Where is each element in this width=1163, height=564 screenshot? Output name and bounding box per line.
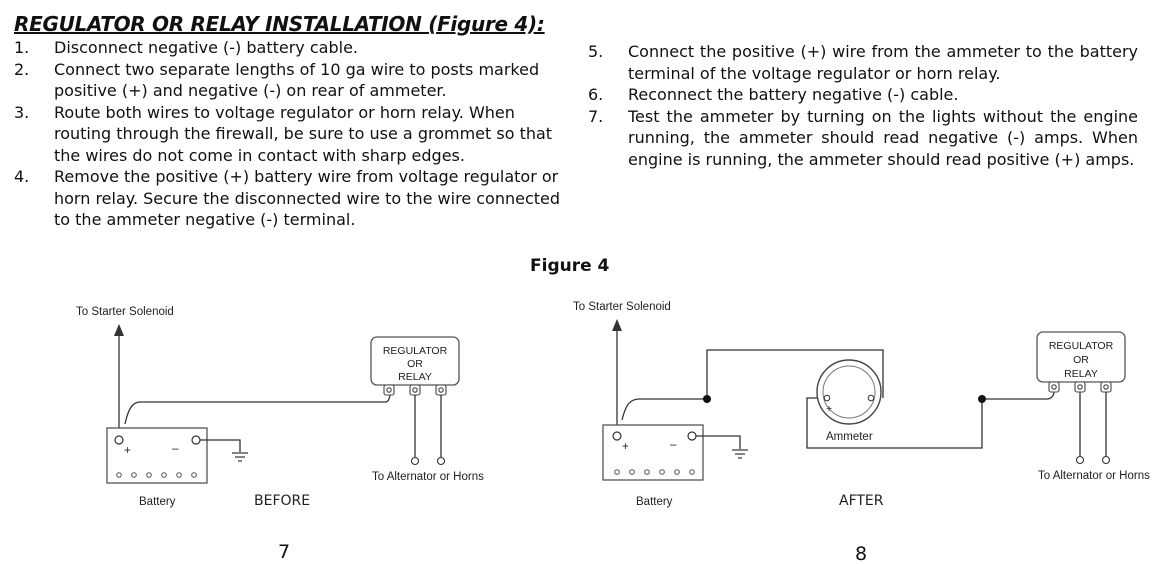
step-number: 3. [14, 102, 30, 122]
instruction-step: 5. Connect the positive (+) wire from the… [588, 41, 1138, 84]
splice-dot [703, 395, 711, 403]
step-text: Reconnect the battery negative (-) cable… [628, 85, 959, 104]
instruction-step: 6. Reconnect the battery negative (-) cab… [588, 84, 1138, 106]
alternator-label: To Alternator or Horns [372, 471, 484, 483]
regulator-line-2: OR [1073, 354, 1089, 366]
battery-negative-post [687, 431, 697, 441]
ground-icon [232, 452, 248, 462]
battery-plus-sign: + [124, 445, 131, 457]
step-text: Test the ammeter by turning on the light… [628, 106, 1138, 169]
ammeter-negative-terminal [867, 394, 875, 402]
battery-negative-post [191, 435, 201, 445]
starter-solenoid-label: To Starter Solenoid [573, 301, 671, 313]
instruction-step: 4. Remove the positive (+) battery wire f… [14, 166, 566, 231]
battery-positive-post [612, 431, 622, 441]
regulator-line-1: REGULATOR [1049, 340, 1114, 352]
step-text: Disconnect negative (-) battery cable. [54, 38, 358, 57]
ammeter-gauge-icon [816, 359, 882, 425]
instruction-step: 7. Test the ammeter by turning on the lig… [588, 106, 1138, 171]
step-text: Connect two separate lengths of 10 ga wi… [54, 59, 540, 101]
instruction-step: 1. Disconnect negative (-) battery cable. [14, 37, 566, 59]
battery-minus-sign: – [670, 439, 677, 451]
regulator-battery-wire [982, 391, 1055, 400]
ammeter-plus-sign: + [826, 403, 832, 415]
battery-cells [614, 469, 695, 475]
ammeter-negative-wire [706, 349, 884, 399]
step-number: 2. [14, 59, 30, 79]
up-arrow-icon [612, 319, 622, 331]
up-arrow-icon [114, 324, 124, 336]
battery-label: Battery [139, 496, 176, 508]
step-number: 6. [588, 85, 604, 104]
after-caption: AFTER [839, 493, 884, 509]
instruction-list-left: 1. Disconnect negative (-) battery cable.… [14, 37, 566, 231]
step-number: 4. [14, 167, 30, 186]
ground-icon [732, 449, 748, 459]
step-text: Route both wires to voltage regulator or… [54, 102, 553, 165]
alternator-label: To Alternator or Horns [1038, 470, 1150, 482]
battery-cells [116, 472, 197, 478]
instruction-step: 2. Connect two separate lengths of 10 ga … [14, 59, 566, 102]
battery-plus-sign: + [622, 441, 629, 453]
figure-title: Figure 4 [530, 256, 610, 276]
regulator-terminals [383, 384, 447, 396]
regulator-line-3: RELAY [398, 371, 432, 383]
regulator-terminals [1048, 381, 1112, 393]
starter-solenoid-label: To Starter Solenoid [76, 306, 174, 318]
battery-label: Battery [636, 496, 673, 508]
before-caption: BEFORE [254, 493, 310, 509]
instruction-step: 3. Route both wires to voltage regulator … [14, 102, 566, 167]
before-diagram: To Starter Solenoid + – Battery REGULATO… [76, 306, 484, 563]
wire-end-terminal [1075, 455, 1085, 465]
ammeter-positive-wire [806, 397, 983, 449]
wire-end-terminal [1101, 455, 1111, 465]
step-number: 7. [588, 106, 604, 126]
instruction-list-right: 5. Connect the positive (+) wire from the… [588, 41, 1138, 170]
ammeter-label: Ammeter [826, 431, 873, 443]
page-heading: REGULATOR OR RELAY INSTALLATION (Figure … [14, 12, 545, 36]
ammeter-positive-terminal [823, 394, 831, 402]
splice-dot [978, 395, 986, 403]
after-diagram: To Starter Solenoid + – Battery + Ammete… [573, 301, 1150, 564]
regulator-line-3: RELAY [1064, 368, 1098, 380]
page-number-left: 7 [278, 541, 290, 563]
step-text: Remove the positive (+) battery wire fro… [54, 167, 561, 229]
page-number-right: 8 [855, 543, 867, 564]
ground-wire [200, 439, 241, 452]
battery-feed-wire [621, 398, 707, 421]
regulator-line-1: REGULATOR [383, 345, 448, 357]
battery-box [106, 427, 208, 484]
step-text: Connect the positive (+) wire from the a… [628, 42, 1138, 83]
battery-to-regulator-wire [124, 393, 391, 425]
ammeter-bezel [822, 365, 876, 419]
battery-positive-post [114, 435, 124, 445]
step-number: 1. [14, 38, 30, 57]
step-number: 5. [588, 42, 604, 61]
ground-wire [696, 435, 741, 449]
wire-end-terminal [410, 456, 420, 466]
wire-end-terminal [436, 456, 446, 466]
regulator-line-2: OR [407, 358, 423, 370]
battery-minus-sign: – [172, 443, 179, 455]
